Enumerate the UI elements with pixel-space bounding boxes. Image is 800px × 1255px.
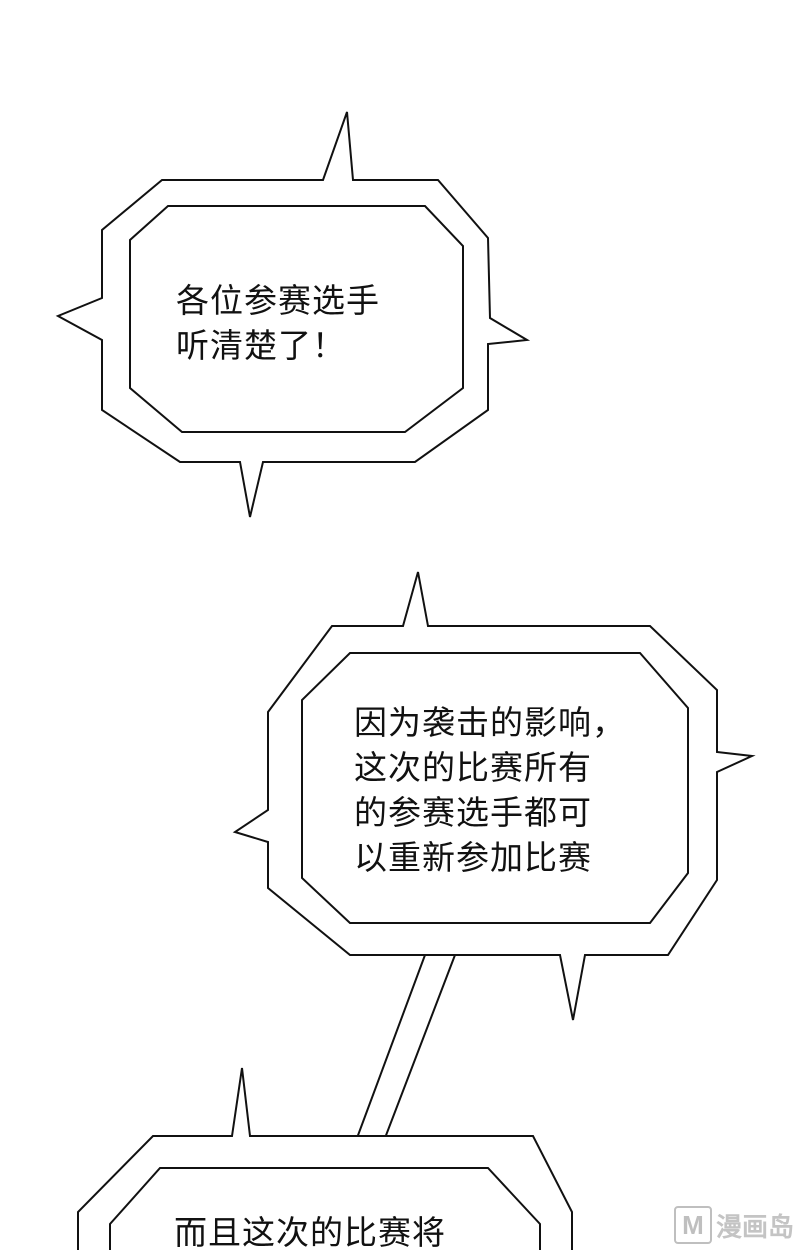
bubble-3-inner-frame — [109, 1167, 541, 1250]
bubble-1-text: 各位参赛选手 听清楚了！ — [176, 278, 380, 368]
bubble-3-text: 而且这次的比赛将 — [174, 1210, 446, 1255]
bubble-1-inner-frame — [129, 205, 464, 433]
bubble-1-line-1: 各位参赛选手 — [176, 281, 380, 320]
watermark-logo: M 漫画岛 — [673, 1206, 794, 1244]
watermark-badge: M — [673, 1206, 712, 1244]
bubble-2-text: 因为袭击的影响， 这次的比赛所有 的参赛选手都可 以重新参加比赛 — [354, 700, 626, 880]
bubble-2-line-2: 这次的比赛所有 — [354, 748, 592, 787]
bubble-2-line-1: 因为袭击的影响， — [354, 703, 626, 742]
bubble-2-inner-frame — [301, 652, 689, 924]
watermark-text: 漫画岛 — [715, 1212, 794, 1243]
bubble-2-line-4: 以重新参加比赛 — [354, 838, 592, 877]
bubble-1-line-2: 听清楚了！ — [176, 326, 346, 365]
bubble-2-tail — [355, 954, 457, 1139]
bubble-3-line-1: 而且这次的比赛将 — [174, 1213, 446, 1252]
bubble-2-line-3: 的参赛选手都可 — [354, 793, 592, 832]
